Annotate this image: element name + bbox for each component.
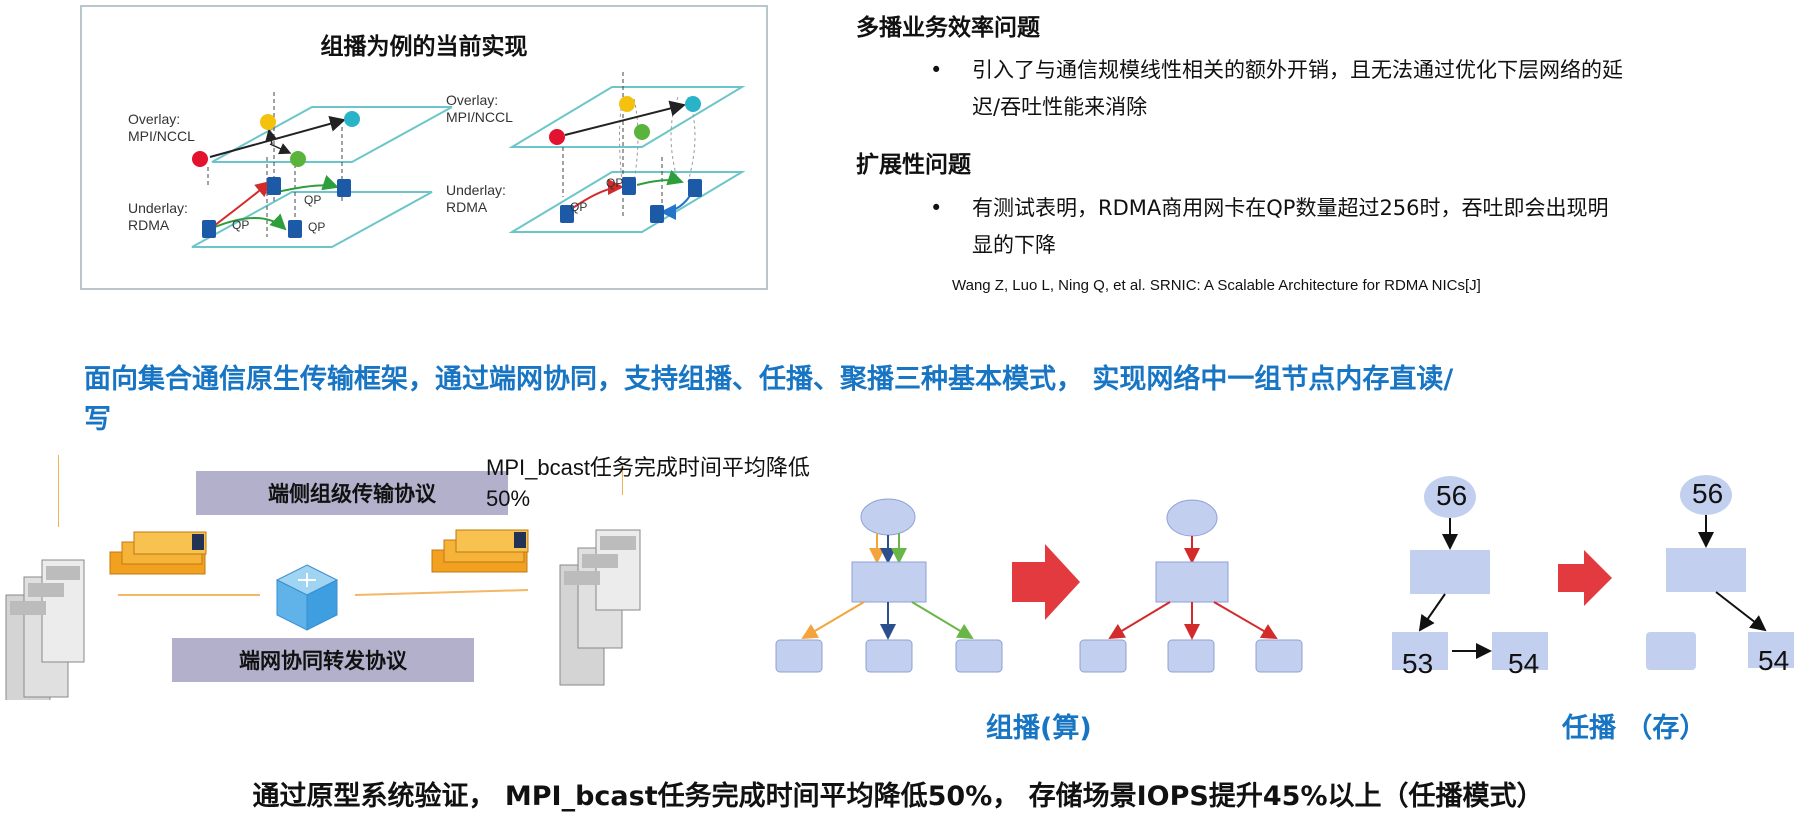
figure-title: 组播为例的当前实现 bbox=[320, 34, 528, 60]
right-qp-label-1: QP bbox=[570, 200, 588, 214]
ac-node-54-right bbox=[1748, 632, 1794, 668]
ac-left-box bbox=[1410, 550, 1490, 594]
efficiency-issue-title: 多播业务效率问题 bbox=[856, 15, 1040, 41]
mc-leaf-3 bbox=[955, 639, 1003, 673]
anycast-diagram bbox=[1392, 475, 1794, 670]
left-nic-4 bbox=[337, 179, 351, 197]
efficiency-issue-text: 引入了与通信规模线性相关的额外开销，且无法通过优化下层网络的延迟/吞吐性能来消除 bbox=[972, 58, 1623, 119]
ac-54-right-label: 54 bbox=[1758, 645, 1790, 676]
mc-source-node bbox=[860, 498, 916, 536]
ac-transform-arrow bbox=[1558, 550, 1612, 606]
ac-right-top-label: 56 bbox=[1692, 478, 1724, 509]
ac-node-54-left bbox=[1492, 632, 1548, 670]
left-qp-label-1: QP bbox=[232, 218, 250, 232]
multicast-diagram bbox=[775, 498, 1303, 673]
ac-node-53 bbox=[1392, 632, 1448, 670]
mc-switch-box bbox=[851, 561, 927, 603]
ac-53-label: 53 bbox=[1402, 648, 1434, 679]
current-implementation-figure: 组播为例的当前实现 bbox=[80, 5, 768, 290]
ac-right-top-node bbox=[1680, 475, 1732, 515]
orange-vertical-line bbox=[58, 455, 59, 527]
bottom-conclusion: 通过原型系统验证， MPI_bcast任务完成时间平均降低50%， 存储场景IO… bbox=[252, 781, 1544, 812]
right-overlay-label: Overlay:MPI/NCCL bbox=[446, 92, 513, 125]
end-side-protocol-box: 端侧组级传输协议 bbox=[196, 471, 508, 515]
mc-leaf-2 bbox=[865, 639, 913, 673]
left-nic-1 bbox=[202, 220, 216, 238]
left-underlay-label: Underlay:RDMA bbox=[128, 200, 188, 233]
mc-leaf-1 bbox=[775, 639, 823, 673]
ac-54-left-label: 54 bbox=[1508, 648, 1540, 679]
right-nic-2 bbox=[622, 177, 636, 195]
bullet-1: • bbox=[930, 58, 943, 82]
reference-citation: Wang Z, Luo L, Ning Q, et al. SRNIC: A S… bbox=[952, 277, 1481, 294]
ac-left-top-node bbox=[1424, 476, 1476, 518]
ac-right-box bbox=[1666, 548, 1746, 592]
scalability-issue-text: 有测试表明，RDMA商用网卡在QP数量超过256时，吞吐即会出现明显的下降 bbox=[972, 196, 1609, 257]
right-green-node bbox=[634, 124, 650, 140]
ac-left-top-label: 56 bbox=[1436, 480, 1468, 511]
anycast-caption: 任播 （存） bbox=[1562, 713, 1707, 744]
right-nic-4 bbox=[650, 205, 664, 223]
mc-transform-arrow bbox=[1012, 544, 1080, 620]
right-server-stack bbox=[559, 529, 641, 686]
headline: 面向集合通信原生传输框架，通过端网协同，支持组播、任播、聚播三种基本模式， 实现… bbox=[84, 364, 1454, 435]
right-nic-cards bbox=[431, 529, 529, 573]
right-yellow-node bbox=[619, 96, 635, 112]
left-green-node bbox=[290, 151, 306, 167]
right-qp-label-2: QP bbox=[606, 176, 624, 190]
left-cyan-node bbox=[344, 111, 360, 127]
left-yellow-node bbox=[260, 114, 276, 130]
scalability-issue-title: 扩展性问题 bbox=[856, 152, 971, 178]
left-nic-cards bbox=[109, 531, 207, 575]
right-nic-3 bbox=[688, 179, 702, 197]
left-server-stack bbox=[5, 559, 85, 700]
multicast-caption: 组播(算) bbox=[986, 713, 1092, 744]
right-underlay-label: Underlay:RDMA bbox=[446, 182, 506, 215]
left-nic-2 bbox=[267, 177, 281, 195]
right-cyan-node bbox=[685, 96, 701, 112]
architecture-graphics bbox=[5, 529, 641, 700]
left-nic-3 bbox=[288, 220, 302, 238]
ac-right-empty-node bbox=[1646, 632, 1696, 670]
right-red-node bbox=[549, 129, 565, 145]
left-qp-label-2: QP bbox=[304, 193, 322, 207]
left-underlay-plane bbox=[191, 191, 433, 248]
bullet-2: • bbox=[930, 196, 943, 220]
right-nic-1 bbox=[560, 205, 574, 223]
switch-icon bbox=[275, 564, 339, 631]
left-qp-label-3: QP bbox=[308, 220, 326, 234]
left-overlay-plane bbox=[211, 106, 453, 163]
left-overlay-label: Overlay:MPI/NCCL bbox=[128, 111, 195, 144]
end-network-protocol-box: 端网协同转发协议 bbox=[172, 638, 474, 682]
orange-vertical-line-right bbox=[622, 465, 623, 495]
left-red-node bbox=[192, 151, 208, 167]
overlay-underlay-diagram bbox=[191, 72, 746, 248]
